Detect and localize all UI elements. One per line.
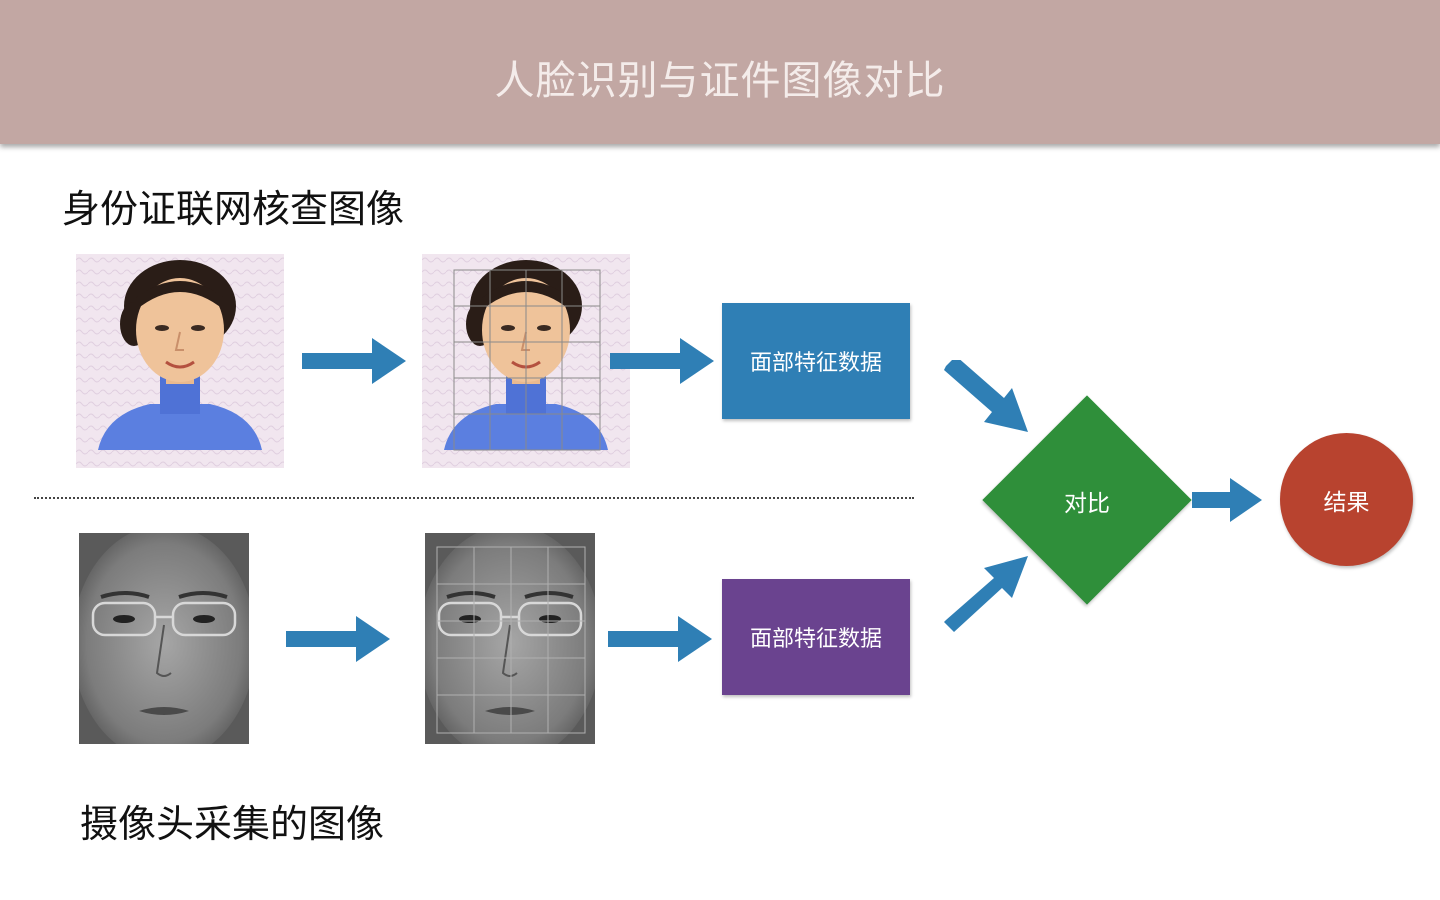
result-circle: 结果 (1280, 433, 1413, 566)
id-image-section-label: 身份证联网核查图像 (62, 187, 405, 231)
camera-photo (79, 533, 249, 744)
right-arrow-icon (286, 616, 390, 662)
id-card-photo (76, 254, 284, 468)
compare-label: 对比 (1064, 491, 1110, 517)
right-arrow-icon (302, 338, 406, 384)
diagonal-arrow-down-icon (944, 360, 1028, 432)
camera-image-section-label: 摄像头采集的图像 (80, 802, 385, 846)
right-arrow-icon (1192, 478, 1262, 522)
page-title: 人脸识别与证件图像对比 (494, 58, 946, 104)
camera-photo-grid (425, 533, 595, 744)
right-arrow-icon (608, 616, 712, 662)
feature-grid (453, 269, 601, 451)
section-divider (34, 497, 914, 499)
diagonal-arrow-up-icon (944, 556, 1028, 632)
id-face-feature-data-box: 面部特征数据 (722, 303, 910, 419)
id-card-photo-grid (422, 254, 630, 468)
feature-grid (436, 546, 586, 734)
header-bar: 人脸识别与证件图像对比 (0, 0, 1440, 144)
camera-face-feature-data-box: 面部特征数据 (722, 579, 910, 695)
right-arrow-icon (610, 338, 714, 384)
